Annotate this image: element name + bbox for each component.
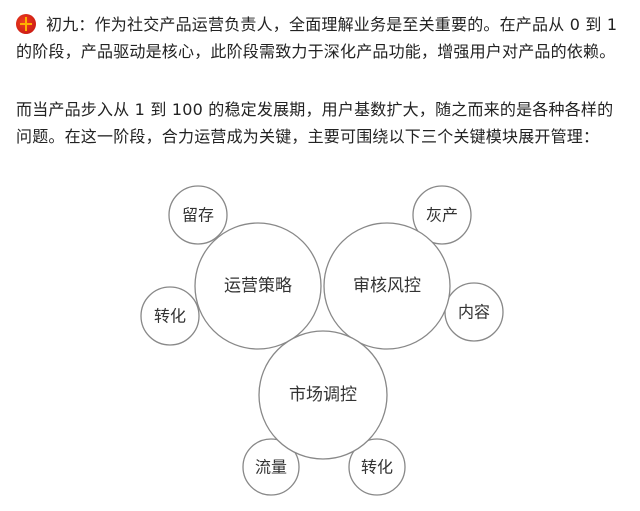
paragraph-1-line-2: 的阶段，产品驱动是核心，此阶段需致力于深化产品功能，增强用户对产品的依赖。: [16, 42, 616, 61]
author-name[interactable]: 初九: [46, 15, 79, 34]
paragraph-2-line-1: 而当产品步入从 1 到 100 的稳定发展期，用户基数扩大，随之而来的是各种各样…: [16, 100, 614, 119]
bubble-market-control: 市场调控: [258, 330, 388, 460]
svg-text:留存: 留存: [182, 206, 214, 225]
bubble-retention: 留存: [168, 185, 228, 245]
svg-text:流量: 流量: [255, 458, 287, 477]
bubble-conversion-left: 转化: [140, 286, 200, 346]
bubble-gray-industry: 灰产: [412, 185, 472, 245]
svg-text:审核风控: 审核风控: [353, 276, 421, 296]
svg-text:市场调控: 市场调控: [289, 385, 357, 405]
paragraph-2-line-2: 问题。在这一阶段，合力运营成为关键，主要可围绕以下三个关键模块展开管理：: [16, 127, 600, 146]
svg-text:运营策略: 运营策略: [224, 276, 292, 296]
svg-text:灰产: 灰产: [426, 206, 458, 225]
svg-text:转化: 转化: [154, 307, 186, 326]
avatar[interactable]: [16, 14, 36, 34]
svg-text:转化: 转化: [361, 458, 393, 477]
bubble-traffic: 流量: [242, 438, 300, 496]
svg-text:内容: 内容: [458, 303, 490, 322]
bubble-operation-strategy: 运营策略: [194, 222, 322, 350]
bubble-review-risk-control: 审核风控: [323, 222, 451, 350]
bubble-content: 内容: [444, 282, 504, 342]
bubble-conversion-right: 转化: [348, 438, 406, 496]
paragraph-1-line-1: 初九：作为社交产品运营负责人，全面理解业务是至关重要的。在产品从 0 到 1: [46, 15, 618, 34]
